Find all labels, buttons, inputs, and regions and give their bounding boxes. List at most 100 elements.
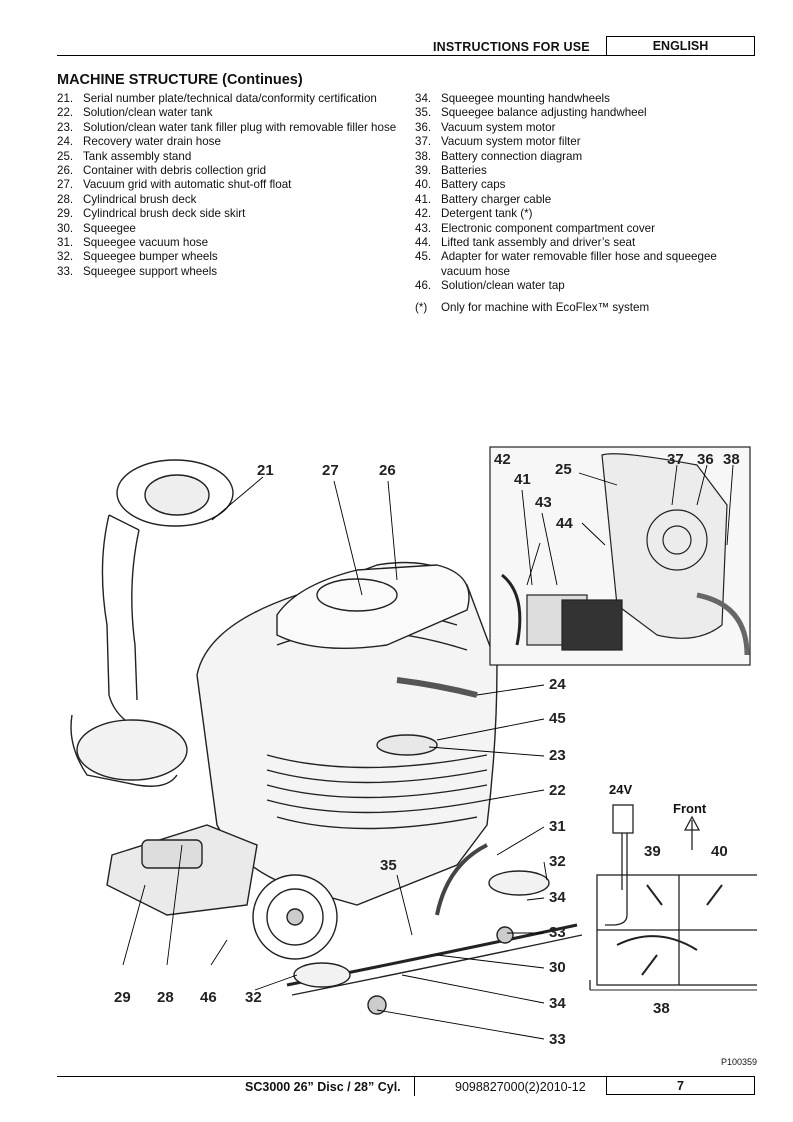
item-text: Tank assembly stand bbox=[83, 149, 192, 163]
machine-illustration bbox=[70, 446, 757, 1040]
list-item: 22. Solution/clean water tank bbox=[57, 106, 397, 120]
list-item: 24.Recovery water drain hose bbox=[57, 135, 397, 149]
list-item: 29.Cylindrical brush deck side skirt bbox=[57, 207, 397, 221]
footnote-marker: (*) bbox=[415, 300, 428, 314]
item-text: Solution/clean water tank bbox=[83, 106, 213, 120]
list-item: 23. Solution/clean water tank filler plug… bbox=[57, 121, 397, 135]
callout-44: 44 bbox=[556, 515, 573, 532]
item-number: 41. bbox=[415, 192, 432, 206]
callout-35: 35 bbox=[380, 857, 397, 874]
item-number: 27. bbox=[57, 178, 74, 192]
callout-25: 25 bbox=[555, 461, 572, 478]
item-text: Detergent tank (*) bbox=[441, 207, 533, 221]
list-item: 27. Vacuum grid with automatic shut-off f… bbox=[57, 178, 397, 192]
machine-figure: 21 27 26 42 41 43 25 44 37 36 38 24 45 2… bbox=[57, 445, 757, 1067]
item-text: Squeegee vacuum hose bbox=[83, 236, 209, 250]
item-number: 44. bbox=[415, 236, 432, 250]
list-item: 30. Squeegee bbox=[57, 222, 397, 236]
footer-page-number: 7 bbox=[606, 1076, 755, 1095]
callout-32-right: 32 bbox=[549, 853, 566, 870]
list-item: 39. Batteries bbox=[415, 164, 745, 178]
item-number: 28. bbox=[57, 192, 74, 206]
item-text: Solution/clean water tap bbox=[441, 279, 565, 293]
item-text: Squeegee support wheels bbox=[83, 264, 218, 278]
callout-38-diagram: 38 bbox=[653, 1000, 670, 1017]
item-text: Squeegee bumper wheels bbox=[83, 250, 218, 264]
list-item: 34. Squeegee mounting handwheels bbox=[415, 92, 745, 106]
list-item: 38.Battery connection diagram bbox=[415, 150, 745, 164]
item-text: Serial number plate/technical data/confo… bbox=[83, 92, 377, 105]
item-number: 24. bbox=[57, 135, 74, 149]
item-number: 26. bbox=[57, 164, 74, 178]
callout-41: 41 bbox=[514, 471, 531, 488]
callout-40: 40 bbox=[711, 843, 728, 860]
item-text: Solution/clean water tank filler plug wi… bbox=[83, 120, 397, 134]
callout-42: 42 bbox=[494, 451, 511, 468]
callout-36: 36 bbox=[697, 451, 714, 468]
item-text: Squeegee bbox=[83, 221, 136, 235]
callout-28: 28 bbox=[157, 989, 174, 1006]
front-label: Front bbox=[673, 801, 707, 816]
header-rule bbox=[57, 55, 755, 56]
callout-30: 30 bbox=[549, 959, 566, 976]
item-number: 25. bbox=[57, 149, 74, 163]
item-number: 34. bbox=[415, 92, 432, 105]
list-item: 26.Container with debris collection grid bbox=[57, 164, 397, 178]
list-item: 31. Squeegee vacuum hose bbox=[57, 236, 397, 250]
item-text: Cylindrical brush deck side skirt bbox=[83, 207, 246, 221]
item-number: 30. bbox=[57, 221, 74, 235]
list-item: 36.Vacuum system motor bbox=[415, 121, 745, 135]
callout-34-right: 34 bbox=[549, 889, 566, 906]
item-text: Lifted tank assembly and driver’s seat bbox=[441, 236, 636, 250]
header-title: INSTRUCTIONS FOR USE bbox=[433, 40, 590, 54]
callout-29: 29 bbox=[114, 989, 131, 1006]
item-number: 43. bbox=[415, 221, 432, 235]
callout-26: 26 bbox=[379, 462, 396, 479]
item-text: Vacuum grid with automatic shut-off floa… bbox=[83, 178, 292, 192]
callout-38-inset: 38 bbox=[723, 451, 740, 468]
item-text: Battery caps bbox=[441, 178, 506, 192]
item-text: Vacuum system motor bbox=[441, 120, 556, 134]
callout-39: 39 bbox=[644, 843, 661, 860]
page-header: INSTRUCTIONS FOR USE ENGLISH bbox=[57, 36, 755, 56]
footnote-text: Only for machine with EcoFlex™ system bbox=[441, 300, 650, 314]
list-item: 46. Solution/clean water tap bbox=[415, 279, 745, 293]
item-text: Squeegee mounting handwheels bbox=[441, 92, 610, 105]
callout-27: 27 bbox=[322, 462, 339, 479]
footer-doc-code: 9098827000(2)2010-12 bbox=[455, 1080, 586, 1094]
item-number: 39. bbox=[415, 164, 432, 178]
item-number: 33. bbox=[57, 264, 74, 278]
item-number: 23. bbox=[57, 120, 74, 134]
item-number: 35. bbox=[415, 106, 432, 120]
callout-43: 43 bbox=[535, 494, 552, 511]
callout-32-bottom: 32 bbox=[245, 989, 262, 1006]
callout-34-bottom: 34 bbox=[549, 995, 566, 1012]
callout-33-bottom: 33 bbox=[549, 1031, 566, 1048]
item-text: Battery charger cable bbox=[441, 192, 552, 206]
callout-22: 22 bbox=[549, 782, 566, 799]
item-text: Batteries bbox=[441, 164, 487, 178]
parts-list-right: 34. Squeegee mounting handwheels 35. Squeeg… bbox=[415, 92, 745, 315]
item-number: 37. bbox=[415, 135, 432, 149]
item-number: 31. bbox=[57, 236, 74, 250]
item-text: Squeegee balance adjusting handwheel bbox=[441, 106, 647, 120]
item-number: 22. bbox=[57, 106, 74, 120]
list-item: 28. Cylindrical brush deck bbox=[57, 193, 397, 207]
item-text: Battery connection diagram bbox=[441, 149, 583, 163]
footer-model: SC3000 26” Disc / 28” Cyl. bbox=[245, 1080, 401, 1094]
item-number: 46. bbox=[415, 279, 432, 293]
item-text: Adapter for water removable filler hose … bbox=[441, 250, 717, 278]
item-number: 40. bbox=[415, 178, 432, 192]
list-item: 25. Tank assembly stand bbox=[57, 150, 397, 164]
battery-voltage-label: 24V bbox=[609, 782, 633, 797]
item-number: 21. bbox=[57, 92, 74, 105]
steering-wheel-rim bbox=[116, 459, 234, 527]
list-item: 43.Electronic component compartment cove… bbox=[415, 222, 745, 236]
list-item: 21. Serial number plate/technical data/co… bbox=[57, 92, 397, 106]
list-item: 37.Vacuum system motor filter bbox=[415, 135, 745, 149]
callout-33-right: 33 bbox=[549, 924, 566, 941]
item-number: 32. bbox=[57, 250, 74, 264]
list-item: 33. Squeegee support wheels bbox=[57, 265, 397, 279]
item-text: Cylindrical brush deck bbox=[83, 192, 197, 206]
callout-21: 21 bbox=[257, 462, 274, 479]
